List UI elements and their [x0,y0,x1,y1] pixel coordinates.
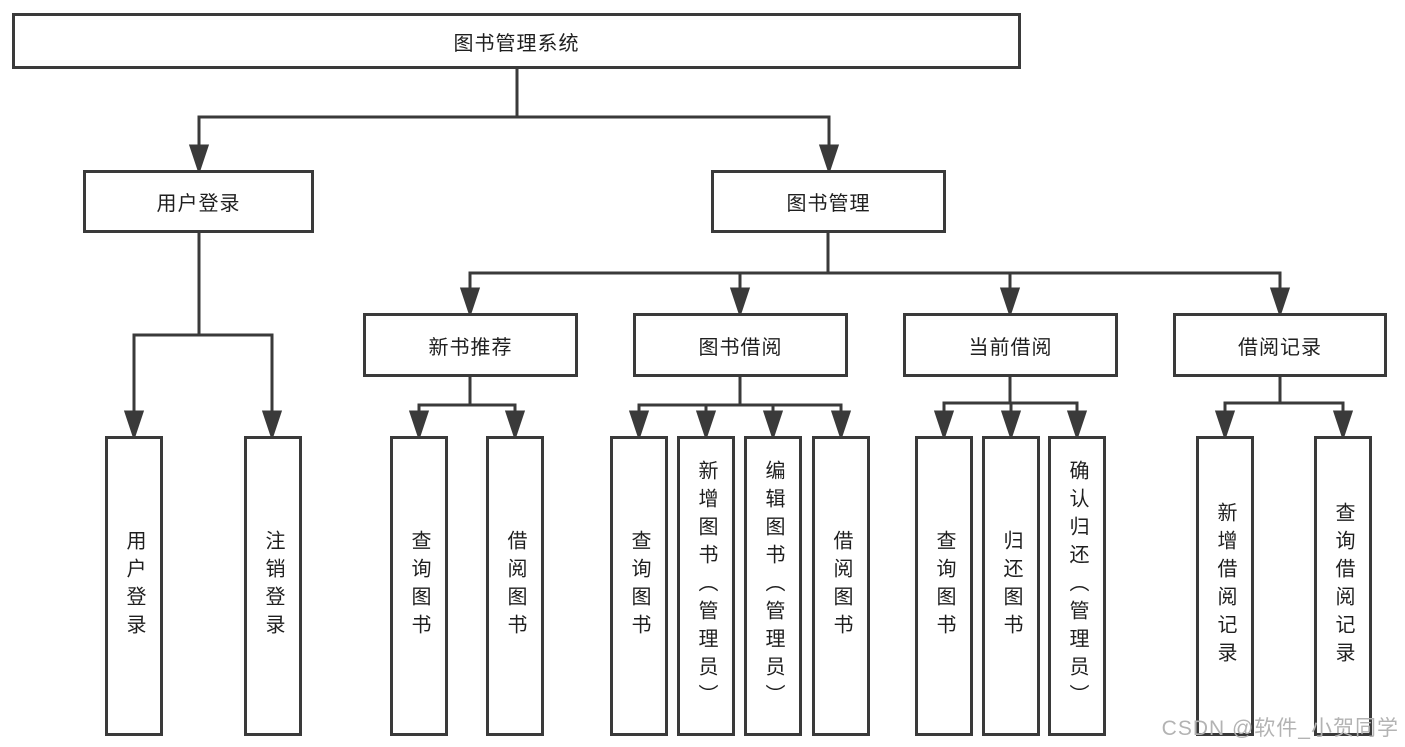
node-label: 新书推荐 [428,336,513,359]
leaf-query-books-borrow: 查询图书 [610,436,668,736]
connector-root-to-level2 [188,69,840,175]
arrowhead-icon [818,144,840,175]
node-label: 确认归还（管理员） [1066,460,1088,712]
leaf-query-books-current: 查询图书 [915,436,973,736]
arrowhead-icon [830,410,852,441]
arrowhead-icon [408,410,430,441]
leaf-add-book-admin: 新增图书（管理员） [677,436,735,736]
node-label: 查询图书 [408,530,430,642]
node-borrowing-records: 借阅记录 [1173,313,1387,377]
arrowhead-icon [459,287,481,318]
arrowhead-icon [695,410,717,441]
connector-borrow-to-children [628,377,852,441]
arrowhead-icon [504,410,526,441]
connector-management-to-level3 [459,233,1291,318]
node-label: 新增图书（管理员） [695,460,717,712]
node-book-management: 图书管理 [711,170,946,233]
arrowhead-icon [1269,287,1291,318]
node-label: 借阅图书 [504,530,526,642]
connector-recommend-to-children [408,377,526,441]
node-book-management-system: 图书管理系统 [12,13,1021,69]
arrowhead-icon [933,410,955,441]
arrowhead-icon [1332,410,1354,441]
node-label: 图书借阅 [698,336,783,359]
arrowhead-icon [999,287,1021,318]
csdn-watermark: CSDN @软件_小贺同学 [1161,717,1399,740]
leaf-borrow-books-recommend: 借阅图书 [486,436,544,736]
node-label: 借阅图书 [830,530,852,642]
node-label: 归还图书 [1000,530,1022,642]
node-label: 用户登录 [156,193,241,215]
node-label: 查询图书 [933,530,955,642]
node-label: 当前借阅 [968,336,1053,359]
node-book-borrowing: 图书借阅 [633,313,848,377]
connector-login-to-children [123,233,283,441]
arrowhead-icon [188,144,210,175]
node-current-borrowing: 当前借阅 [903,313,1118,377]
arrowhead-icon [1066,410,1088,441]
leaf-query-books-recommend: 查询图书 [390,436,448,736]
arrowhead-icon [261,410,283,441]
node-label: 新增借阅记录 [1214,502,1236,670]
arrowhead-icon [762,410,784,441]
leaf-query-borrow-record: 查询借阅记录 [1314,436,1372,736]
node-label: 借阅记录 [1238,336,1322,359]
arrowhead-icon [628,410,650,441]
leaf-confirm-return-admin: 确认归还（管理员） [1048,436,1106,736]
node-label: 图书管理 [786,193,871,215]
node-label: 图书管理系统 [453,32,580,55]
leaf-logout: 注销登录 [244,436,302,736]
node-label: 注销登录 [262,530,284,642]
leaf-return-book: 归还图书 [982,436,1040,736]
node-label: 编辑图书（管理员） [762,460,784,712]
arrowhead-icon [729,287,751,318]
node-new-book-recommend: 新书推荐 [363,313,578,377]
arrowhead-icon [1214,410,1236,441]
leaf-add-borrow-record: 新增借阅记录 [1196,436,1254,736]
leaf-edit-book-admin: 编辑图书（管理员） [744,436,802,736]
leaf-borrow-books: 借阅图书 [812,436,870,736]
connector-current-to-children [933,377,1088,441]
arrowhead-icon [1000,410,1022,441]
node-user-login: 用户登录 [83,170,314,233]
leaf-user-login: 用户登录 [105,436,163,736]
connector-records-to-children [1214,377,1354,441]
node-label: 查询图书 [628,530,650,642]
node-label: 查询借阅记录 [1332,502,1354,670]
node-label: 用户登录 [123,530,145,642]
arrowhead-icon [123,410,145,441]
